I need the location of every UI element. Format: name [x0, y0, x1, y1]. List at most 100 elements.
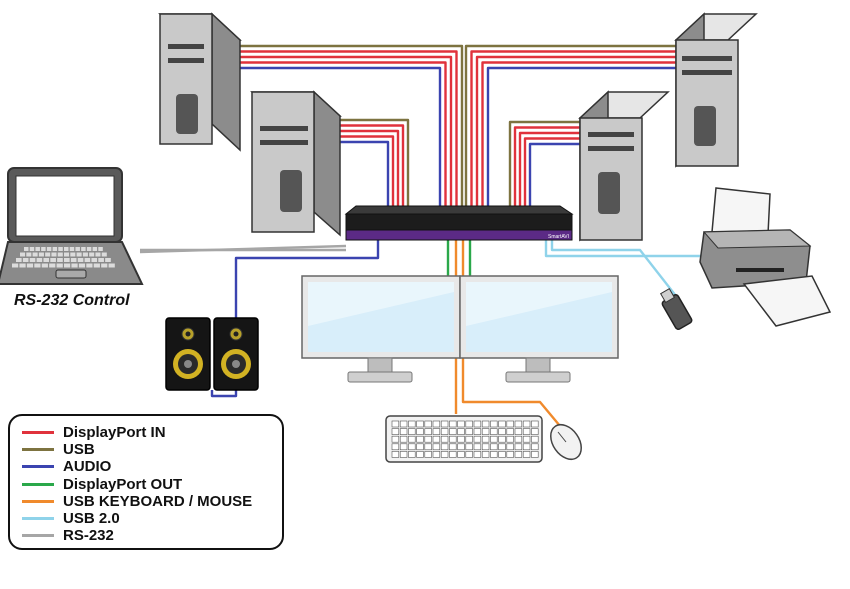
laptop-key — [57, 252, 63, 257]
keyboard-key — [449, 420, 457, 428]
laptop-key — [91, 258, 98, 262]
device-brand-label: SmartAVI — [548, 234, 569, 240]
legend-label: RS-232 — [63, 527, 114, 545]
keyboard-key — [424, 451, 432, 458]
keyboard-key — [498, 443, 506, 451]
keyboard-key — [490, 420, 498, 428]
usb-drive-icon — [659, 288, 693, 331]
legend-swatch — [22, 448, 54, 452]
keyboard-key — [408, 443, 416, 451]
laptop-key — [93, 263, 100, 268]
legend-item: USB KEYBOARD / MOUSE — [22, 493, 282, 510]
keyboard-key — [440, 428, 449, 435]
laptop-key — [56, 263, 63, 268]
keyboard-key — [432, 443, 441, 451]
laptop-key — [84, 258, 91, 262]
keyboard-key — [514, 443, 523, 451]
keyboard-key — [465, 428, 473, 435]
laptop-key — [101, 263, 108, 268]
laptop-key — [51, 252, 57, 257]
laptop-key — [89, 252, 95, 257]
laptop-key — [29, 247, 35, 251]
cable-back-left — [240, 55, 453, 206]
keyboard-key — [490, 435, 498, 443]
keyboard-key — [416, 435, 424, 443]
cable-back-left — [240, 44, 464, 206]
keyboard-key — [424, 428, 432, 435]
keyboard-key — [481, 451, 490, 458]
keyboard-key — [465, 451, 473, 458]
cable-front-right — [508, 120, 580, 206]
legend-swatch — [22, 534, 54, 538]
cable-front-right — [513, 126, 580, 206]
laptop-key — [22, 258, 29, 262]
laptop-key — [58, 247, 63, 251]
keyboard-key — [391, 443, 400, 451]
keyboard-key — [481, 428, 490, 435]
legend-label: DisplayPort OUT — [63, 475, 183, 493]
keyboard-key — [481, 435, 490, 443]
laptop-key — [71, 263, 78, 268]
keyboard-key — [457, 443, 465, 451]
keyboard-key — [473, 451, 482, 458]
keyboard-key — [498, 435, 506, 443]
keyboard-key — [449, 451, 457, 458]
legend-label: DisplayPort IN — [63, 424, 166, 442]
keyboard-key — [432, 428, 441, 435]
keyboard-key — [408, 420, 416, 428]
laptop-key — [69, 247, 75, 251]
keyboard-key — [416, 443, 424, 451]
legend-swatch — [22, 517, 54, 521]
keyboard-key — [531, 428, 539, 435]
laptop-key — [34, 263, 41, 268]
cable-back-left — [240, 50, 458, 206]
laptop-key — [92, 247, 98, 251]
keyboard-key — [416, 420, 424, 428]
mouse-icon — [550, 423, 582, 461]
keyboard-key — [391, 451, 400, 458]
keyboard-key — [457, 420, 465, 428]
laptop-key — [41, 247, 46, 251]
cable-back-right — [470, 50, 676, 206]
cable-audio-out — [234, 240, 380, 318]
legend-label: AUDIO — [63, 458, 112, 476]
keyboard-key — [416, 451, 424, 458]
laptop-key — [70, 258, 77, 262]
laptop-key — [98, 247, 103, 251]
keyboard-key — [440, 435, 449, 443]
laptop-key — [81, 247, 86, 251]
laptop-key — [36, 258, 43, 262]
legend-label: USB 2.0 — [63, 510, 120, 528]
keyboard-key — [432, 420, 441, 428]
legend-item: USB — [22, 441, 282, 458]
cable-front-right — [528, 142, 580, 206]
monitor-icon — [301, 275, 461, 383]
keyboard-key — [473, 443, 482, 451]
keyboard-key — [399, 443, 408, 451]
laptop-key — [43, 258, 50, 262]
laptop-key — [82, 252, 88, 257]
keyboard-key — [490, 443, 498, 451]
laptop-key — [105, 258, 111, 262]
cable-front-left — [340, 124, 405, 206]
laptop-key — [101, 252, 107, 257]
keyboard-key — [506, 428, 514, 435]
keyboard-key — [465, 443, 473, 451]
keyboard-key — [424, 435, 432, 443]
keyboard-key — [498, 451, 506, 458]
keyboard-key — [473, 428, 482, 435]
laptop-key — [57, 258, 63, 262]
cable-usb2-printer — [544, 240, 704, 258]
cable-rs232 — [139, 244, 347, 254]
keyboard-key — [522, 435, 531, 443]
keyboard-key — [391, 435, 400, 443]
monitor-icon — [459, 275, 619, 383]
keyboard-key — [432, 451, 441, 458]
keyboard-key — [399, 435, 408, 443]
keyboard-key — [481, 420, 490, 428]
cable-back-right — [486, 66, 676, 206]
laptop-key — [49, 263, 56, 268]
legend-item: USB 2.0 — [22, 510, 282, 527]
keyboard-key — [506, 435, 514, 443]
